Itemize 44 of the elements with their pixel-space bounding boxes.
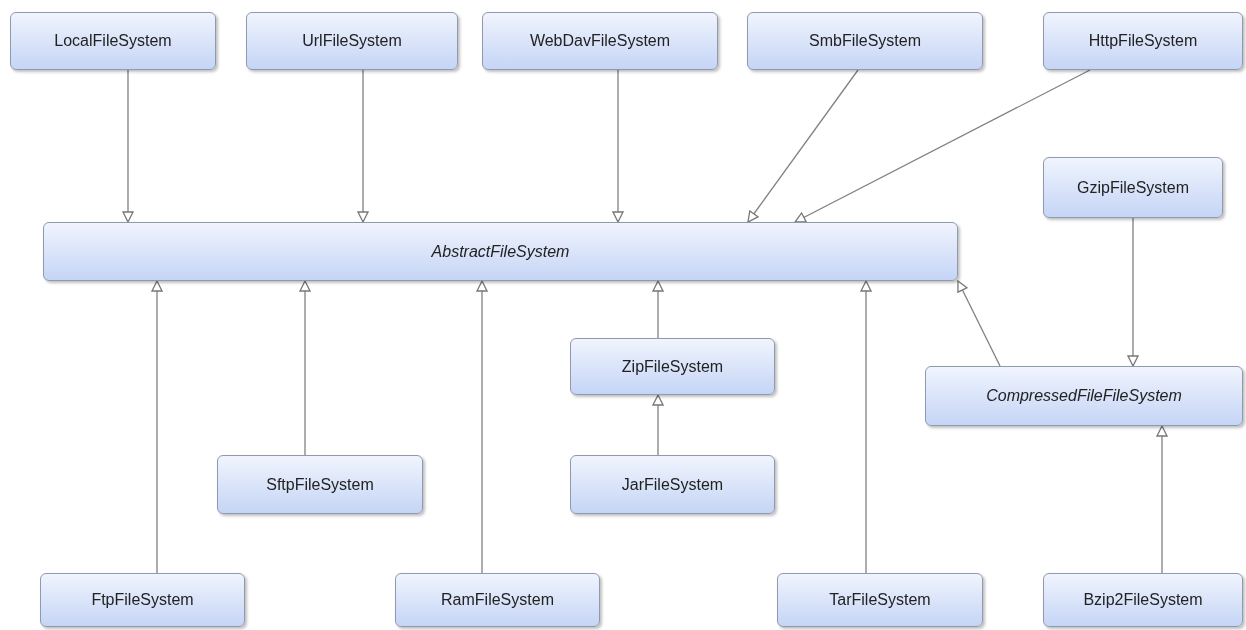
class-box [217,455,423,514]
inheritance-arrow [652,394,664,456]
class-name: TarFileSystem [829,591,931,609]
class-box [10,12,216,70]
inheritance-arrow [1156,425,1168,574]
inheritance-arrow [957,280,1001,367]
inheritance-arrow [122,69,134,223]
class-name: JarFileSystem [621,475,724,494]
class-name: RamFileSystem [441,591,554,609]
abstract-class-box [925,366,1243,426]
class-box [246,12,458,70]
inheritance-arrow [612,69,624,223]
class-box [777,573,983,627]
class-name: FtpFileSystem [91,591,194,609]
class-name: LocalFileSystem [54,32,172,50]
inheritance-arrow [747,69,859,223]
class-name: Bzip2FileSystem [1083,591,1203,609]
inheritance-arrow [476,280,488,574]
class-name: AbstractFileSystem [431,242,570,261]
inheritance-arrow [357,69,369,223]
class-box [395,573,600,627]
inheritance-arrow [299,280,311,456]
inheritance-arrow [151,280,163,574]
inheritance-arrow [1127,217,1139,367]
class-name: UrlFileSystem [302,32,402,50]
class-name: WebDavFileSystem [529,32,671,50]
class-box [1043,573,1243,627]
inheritance-arrow [794,69,1091,223]
inheritance-arrow [860,280,872,574]
class-name: SmbFileSystem [809,32,921,50]
inheritance-arrow [652,280,664,339]
class-box [482,12,718,70]
class-box [40,573,245,627]
class-box [1043,157,1223,218]
class-box [570,455,775,514]
class-box [747,12,983,70]
class-name: CompressedFileFileSystem [986,387,1182,405]
class-box [1043,12,1243,70]
class-name: HttpFileSystem [1088,32,1198,50]
abstract-class-box [43,222,958,281]
class-box [570,338,775,395]
class-name: SftpFileSystem [266,475,374,494]
class-name: ZipFileSystem [621,357,724,376]
class-name: GzipFileSystem [1077,178,1189,197]
